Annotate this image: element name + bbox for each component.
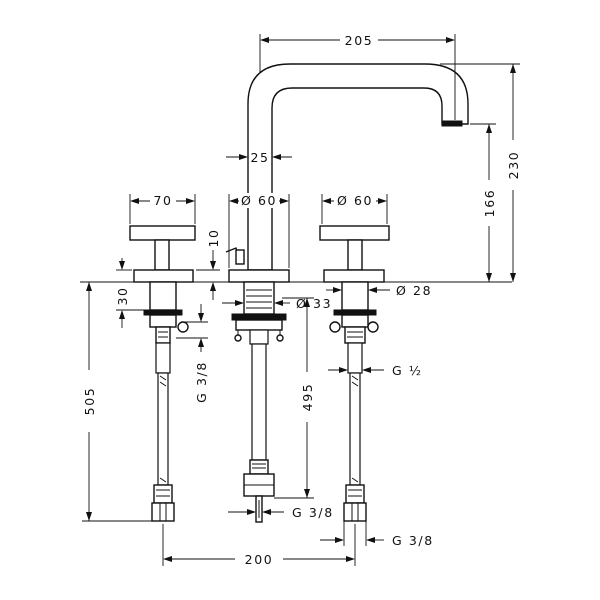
dim-label-spout-shank-dia: Ø 33 bbox=[296, 296, 332, 311]
dim-label-230: 230 bbox=[506, 151, 521, 180]
dim-supply-connection: G ½ bbox=[328, 363, 423, 378]
left-supply-hose bbox=[151, 342, 175, 522]
dim-handle-height: 10 bbox=[196, 228, 221, 300]
spout bbox=[247, 63, 469, 271]
dim-label-10: 10 bbox=[206, 228, 221, 247]
dim-label-valve-shank-dia: Ø 28 bbox=[396, 283, 432, 298]
dim-center-connection: G 3/8 bbox=[228, 505, 334, 520]
dim-label-right-base-dia: Ø 60 bbox=[337, 193, 373, 208]
spout-escutcheon bbox=[228, 269, 290, 283]
right-supply-hose bbox=[343, 342, 367, 522]
dim-label-supply-connection: G ½ bbox=[392, 363, 423, 378]
dim-label-center-connection: G 3/8 bbox=[292, 505, 334, 520]
dim-label-right-connection: G 3/8 bbox=[392, 533, 434, 548]
dim-right-base-dia: Ø 60 bbox=[321, 193, 388, 224]
dim-spout-width: 25 bbox=[226, 150, 292, 165]
dim-label-166: 166 bbox=[482, 189, 497, 218]
dim-outlet-height: 166 bbox=[470, 123, 497, 282]
dim-handle-body-height: 30 bbox=[115, 258, 144, 328]
left-valve-body bbox=[143, 281, 189, 344]
dim-total-depth: 505 bbox=[82, 282, 152, 522]
dim-label-25: 25 bbox=[250, 150, 269, 165]
spout-aerator bbox=[441, 120, 463, 127]
right-valve-body bbox=[329, 281, 379, 344]
dim-right-connection: G 3/8 bbox=[320, 521, 434, 548]
dim-label-30: 30 bbox=[115, 286, 130, 305]
spout-nut bbox=[231, 313, 287, 342]
dim-label-505: 505 bbox=[82, 387, 97, 416]
center-rod bbox=[243, 329, 275, 523]
dim-left-connection: G 3/8 bbox=[176, 304, 209, 403]
dim-center-spacing: 200 bbox=[162, 524, 356, 567]
dim-spout-reach: 205 bbox=[259, 33, 456, 120]
dim-valve-shank-dia: Ø 28 bbox=[326, 283, 432, 298]
dim-hose-length: 495 bbox=[274, 297, 315, 499]
dim-label-left-connection: G 3/8 bbox=[194, 361, 209, 403]
left-cross-handle bbox=[129, 225, 196, 283]
dim-label-495: 495 bbox=[300, 383, 315, 412]
dim-spout-height: 230 bbox=[440, 63, 521, 282]
spout-shank bbox=[243, 281, 275, 315]
dim-spout-shank-dia: Ø 33 bbox=[222, 296, 332, 311]
dim-handle-width: 70 bbox=[129, 193, 196, 224]
dim-label-200: 200 bbox=[245, 552, 274, 567]
dim-label-205: 205 bbox=[345, 33, 374, 48]
dim-spout-base-dia: Ø 60 bbox=[228, 193, 290, 268]
right-cross-handle bbox=[319, 225, 390, 283]
dim-label-70: 70 bbox=[153, 193, 172, 208]
dim-label-spout-base-dia: Ø 60 bbox=[241, 193, 277, 208]
